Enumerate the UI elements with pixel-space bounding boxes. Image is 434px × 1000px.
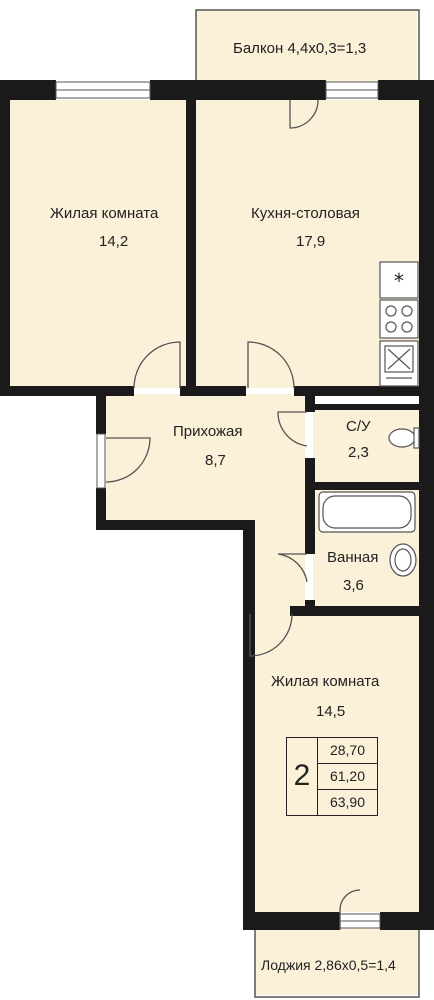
door-living2 (249, 613, 293, 657)
living-area-value: 28,70 (318, 738, 377, 764)
kitchen-name: Кухня-столовая (251, 205, 360, 222)
wall-bottom-left (243, 912, 340, 930)
floor-areas (10, 10, 419, 995)
door-balcony (289, 99, 319, 129)
fridge-icon: * (379, 261, 419, 299)
wall-living1-bottom-left (0, 386, 134, 396)
total-with-loggia-value: 63,90 (329, 794, 366, 810)
sink-icon (379, 340, 419, 387)
wall-living1-bottom-right (180, 386, 246, 396)
balcony-outline (195, 9, 420, 82)
wall-bath-bottom (290, 606, 434, 616)
hall-name: Прихожая (173, 423, 243, 440)
area-summary-box: 2 28,70 61,20 63,90 (286, 737, 378, 816)
loggia-outline (254, 930, 420, 998)
bath-name: Ванная (327, 549, 379, 566)
living2-name: Жилая комната (271, 673, 380, 690)
wall-wc-top (305, 404, 434, 410)
windows (55, 81, 381, 929)
hall-floor (106, 394, 305, 612)
total-area-value: 61,20 (318, 764, 377, 790)
svg-text:*: * (394, 269, 404, 293)
door-living1 (133, 341, 181, 389)
doors (105, 99, 361, 930)
wall-kitchen-bottom (294, 386, 434, 396)
bathtub-icon (318, 491, 416, 533)
wall-partition-living1 (186, 100, 196, 388)
wall-right (419, 80, 434, 930)
living1-name: Жилая комната (50, 205, 159, 222)
rooms-count: 2 (287, 738, 318, 815)
loggia-floor (255, 925, 419, 995)
wall-left-hall-upper (96, 394, 106, 434)
door-entry (105, 437, 151, 483)
wall-bath-left-mid (305, 458, 315, 554)
hall-area: 8,7 (205, 452, 226, 469)
living2-area: 14,5 (316, 703, 346, 720)
bath-area: 3,6 (343, 577, 364, 594)
wall-top-left (0, 80, 56, 100)
wall-bath-left-upper (305, 394, 315, 412)
thin-outlines (195, 9, 420, 998)
wall-top-mid-right (286, 80, 326, 100)
wall-left-upper (0, 80, 10, 396)
wall-left-hall-lower (96, 488, 106, 530)
balcony-label: Балкон 4,4x0,3=1,3 (233, 40, 367, 57)
kitchen-floor (196, 100, 419, 388)
wall-wc-bath (313, 482, 434, 490)
door-wc (277, 411, 308, 447)
door-bath (277, 553, 308, 583)
living1-floor (10, 100, 190, 388)
wall-left-lower (243, 520, 255, 925)
toilet-icon (388, 427, 420, 449)
washbasin-icon (389, 543, 417, 577)
wall-hall-bottom (96, 520, 252, 530)
kitchen-area: 17,9 (296, 233, 326, 250)
loggia-label: Лоджия 2,86x0,5=1,4 (261, 957, 396, 973)
balcony-floor (196, 10, 417, 88)
walls (0, 80, 434, 930)
wall-bottom-right (380, 912, 434, 930)
stove-icon (379, 299, 419, 339)
window-entry (96, 433, 106, 489)
door-kitchen (247, 341, 295, 389)
living1-area: 14,2 (99, 233, 129, 250)
wc-name: С/У (346, 418, 371, 435)
wall-top-mid-left (150, 80, 290, 100)
door-loggia (339, 889, 361, 930)
living2-floor (243, 612, 419, 912)
wc-area: 2,3 (348, 444, 369, 461)
